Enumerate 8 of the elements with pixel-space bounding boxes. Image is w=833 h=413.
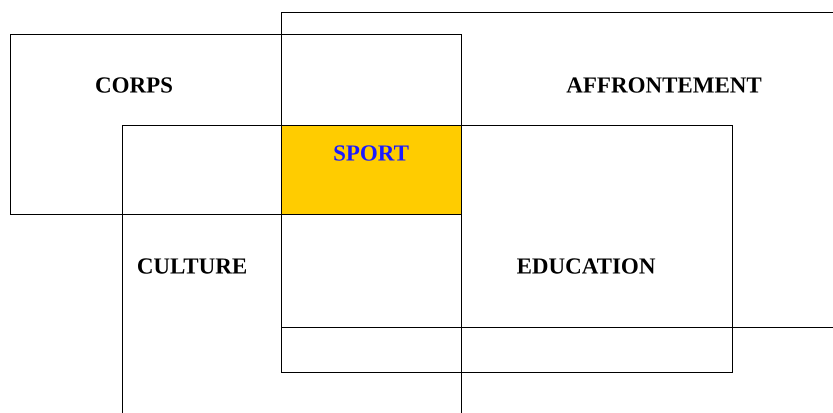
region-label: EDUCATION [516, 254, 656, 278]
region-label: AFFRONTEMENT [566, 74, 762, 96]
region-label: CORPS [95, 74, 173, 96]
region-label: SPORT [333, 142, 409, 164]
region-box [10, 34, 462, 215]
region-box [281, 125, 462, 215]
region-box [281, 125, 733, 373]
region-label: CULTURE [136, 254, 248, 278]
